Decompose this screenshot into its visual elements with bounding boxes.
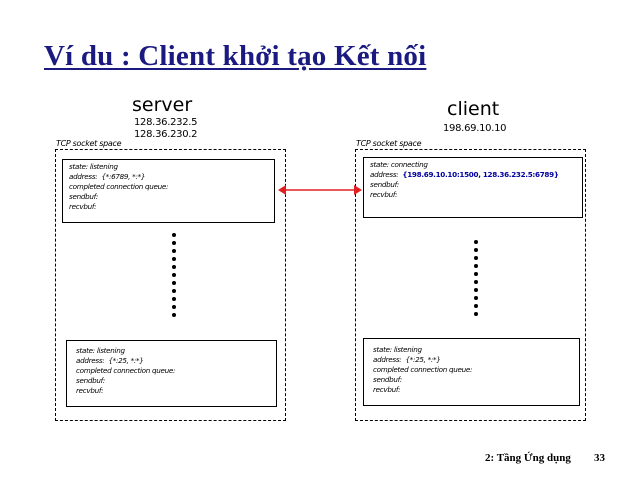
server-ellipsis-dots bbox=[172, 233, 178, 321]
socket-sendbuf: sendbuf: bbox=[370, 180, 399, 189]
client-space-label: TCP socket space bbox=[356, 139, 422, 148]
socket-address-label: address: bbox=[76, 356, 105, 365]
socket-recvbuf: recvbuf: bbox=[69, 202, 97, 211]
client-socket-listening-25: state: listening address: {*:25, *:*} co… bbox=[363, 338, 580, 406]
connection-arrow bbox=[278, 185, 362, 195]
socket-state: state: listening bbox=[76, 346, 125, 355]
socket-sendbuf: sendbuf: bbox=[69, 192, 98, 201]
client-socket-connecting: state: connecting address: {198.69.10.10… bbox=[363, 157, 583, 218]
socket-state: state: listening bbox=[69, 162, 118, 171]
socket-sendbuf: sendbuf: bbox=[373, 375, 402, 384]
socket-recvbuf: recvbuf: bbox=[76, 386, 104, 395]
socket-queue: completed connection queue: bbox=[76, 366, 176, 375]
server-socket-listening-6789: state: listening address: {*:6789, *:*} … bbox=[62, 159, 275, 223]
socket-address-value: {*:25, *:*} bbox=[405, 355, 441, 364]
socket-address-label: address: bbox=[373, 355, 402, 364]
socket-address-label: address: bbox=[370, 170, 399, 179]
socket-queue: completed connection queue: bbox=[373, 365, 473, 374]
socket-address-value: {*:25, *:*} bbox=[108, 356, 144, 365]
socket-address-value: {*:6789, *:*} bbox=[101, 172, 146, 181]
page-number: 33 bbox=[594, 452, 605, 464]
socket-recvbuf: recvbuf: bbox=[370, 190, 398, 199]
socket-sendbuf: sendbuf: bbox=[76, 376, 105, 385]
socket-queue: completed connection queue: bbox=[69, 182, 169, 191]
footer-chapter: 2: Tầng Ứng dụng bbox=[485, 452, 571, 464]
socket-address-label: address: bbox=[69, 172, 98, 181]
socket-address-value: {198.69.10.10:1500, 128.36.232.5:6789} bbox=[402, 170, 559, 179]
client-ellipsis-dots bbox=[474, 240, 480, 320]
socket-state: state: connecting bbox=[370, 160, 428, 169]
server-ip-1: 128.36.232.5 bbox=[134, 117, 198, 128]
server-ip-2: 128.36.230.2 bbox=[134, 129, 198, 140]
client-ip: 198.69.10.10 bbox=[443, 123, 507, 134]
socket-recvbuf: recvbuf: bbox=[373, 385, 401, 394]
server-socket-listening-25: state: listening address: {*:25, *:*} co… bbox=[66, 340, 277, 407]
server-socket-space bbox=[55, 149, 286, 421]
server-label: server bbox=[132, 94, 193, 116]
server-space-label: TCP socket space bbox=[56, 139, 122, 148]
socket-state: state: listening bbox=[373, 345, 422, 354]
client-socket-space bbox=[355, 149, 586, 421]
client-label: client bbox=[447, 98, 500, 120]
slide-title: Ví du : Client khởi tạo Kết nối bbox=[44, 40, 427, 72]
